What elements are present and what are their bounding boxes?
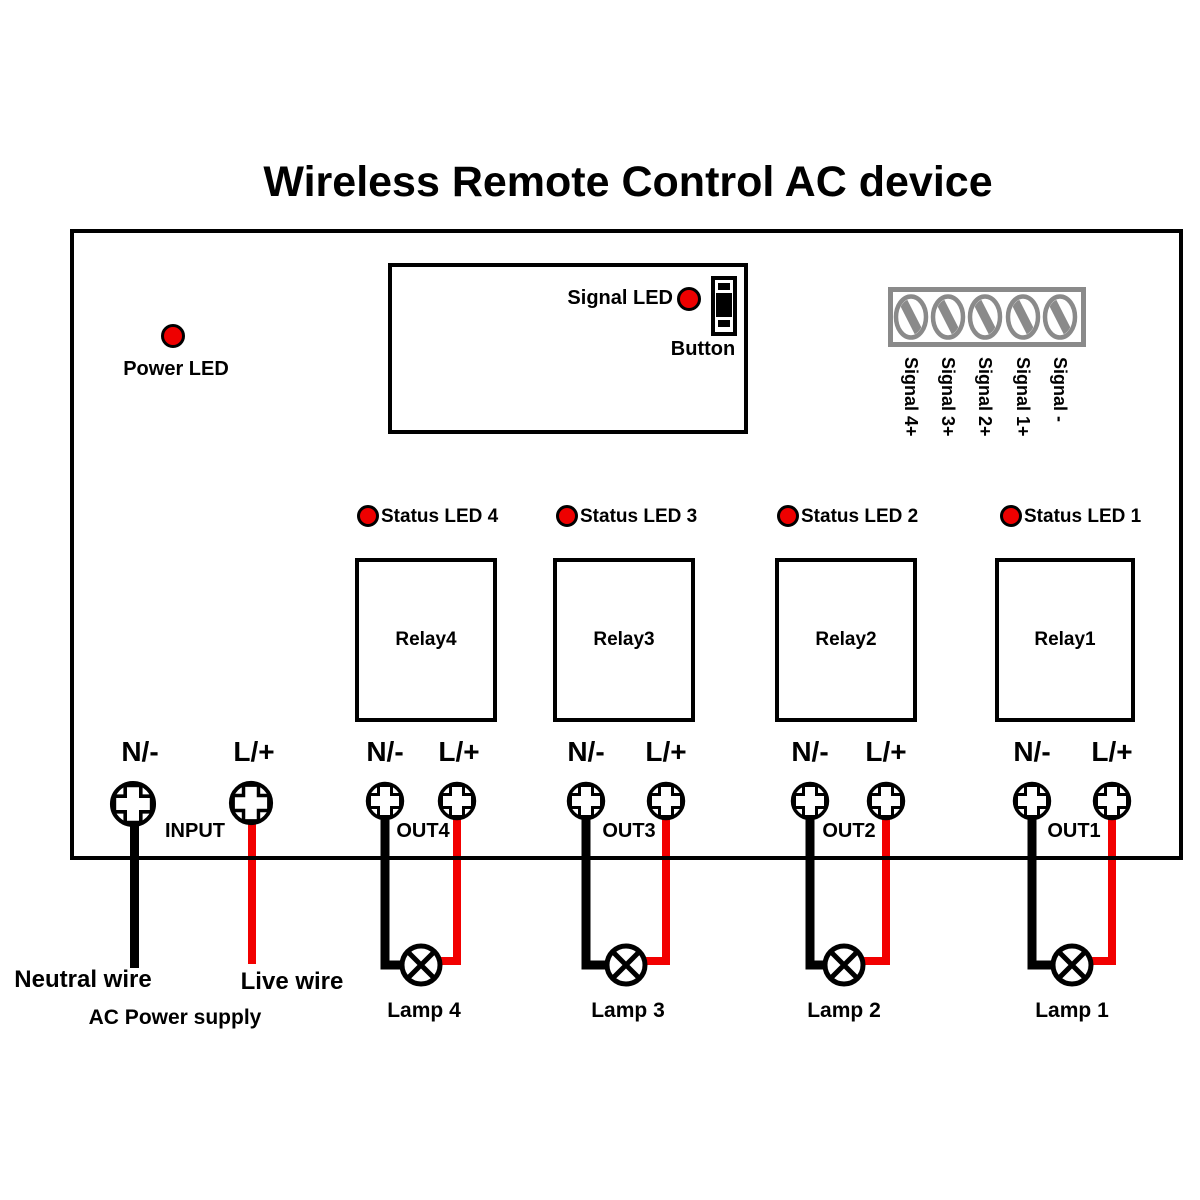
signal-terminal-label: Signal 4+ [901, 357, 921, 437]
status-led-1-label: Status LED 1 [1024, 506, 1142, 527]
relay1-label: Relay1 [1034, 629, 1096, 650]
out3-l-label: L/+ [645, 736, 687, 767]
status-led-2-icon [777, 505, 799, 527]
signal-terminal-block [888, 287, 1086, 347]
lamp4-label: Lamp 4 [387, 999, 461, 1022]
signal-terminal-label: Signal 2+ [975, 357, 995, 437]
lamp4-wiring [380, 818, 461, 987]
input-label: INPUT [165, 820, 225, 842]
out2-l-screw-icon [866, 781, 906, 821]
relay3-label: Relay3 [593, 629, 655, 650]
button-label: Button [670, 338, 736, 360]
relay2-label: Relay2 [815, 629, 877, 650]
signal-terminal-label: Signal 3+ [938, 357, 958, 437]
neutral-wire [130, 819, 139, 968]
live-wire [248, 817, 256, 964]
relay4-label: Relay4 [395, 629, 457, 650]
out3-l-screw-icon [646, 781, 686, 821]
lamp3-wiring [581, 818, 670, 987]
button-icon [711, 276, 737, 336]
relay2-box: Relay2 [775, 558, 917, 722]
terminal-block-screws-icon [893, 294, 1078, 340]
input-l-label: L/+ [233, 736, 275, 767]
out3-n-screw-icon [566, 781, 606, 821]
out1-l-screw-icon [1092, 781, 1132, 821]
out4-n-screw-icon [365, 781, 405, 821]
status-led-3-label: Status LED 3 [580, 506, 698, 527]
neutral-wire-label: Neutral wire [14, 966, 152, 993]
out4-l-label: L/+ [438, 736, 480, 767]
out4-l-screw-icon [437, 781, 477, 821]
input-n-label: N/- [121, 736, 159, 767]
ac-power-supply-label: AC Power supply [88, 1006, 262, 1029]
out1-l-label: L/+ [1091, 736, 1133, 767]
out3-label: OUT3 [602, 820, 656, 842]
out2-n-label: N/- [791, 736, 829, 767]
rf-module-box [388, 263, 748, 434]
lamp1-label: Lamp 1 [1035, 999, 1109, 1022]
status-led-2-label: Status LED 2 [801, 506, 919, 527]
lamp3-label: Lamp 3 [591, 999, 665, 1022]
out1-label: OUT1 [1047, 820, 1101, 842]
status-led-4-label: Status LED 4 [381, 506, 499, 527]
input-l-screw-icon [228, 780, 274, 826]
relay4-box: Relay4 [355, 558, 497, 722]
out2-n-screw-icon [790, 781, 830, 821]
status-led-4-icon [357, 505, 379, 527]
out1-n-label: N/- [1013, 736, 1051, 767]
out2-l-label: L/+ [865, 736, 907, 767]
out3-n-label: N/- [567, 736, 605, 767]
signal-terminal-label: Signal 1+ [1013, 357, 1033, 437]
out1-n-screw-icon [1012, 781, 1052, 821]
lamp2-wiring [805, 818, 890, 987]
signal-led-label: Signal LED [567, 287, 673, 309]
status-led-1-icon [1000, 505, 1022, 527]
relay1-box: Relay1 [995, 558, 1135, 722]
signal-terminal-label: Signal - [1050, 357, 1070, 423]
power-led-label: Power LED [123, 358, 229, 380]
diagram-title: Wireless Remote Control AC device [263, 158, 993, 206]
out4-n-label: N/- [366, 736, 404, 767]
live-wire-label: Live wire [240, 968, 344, 995]
power-led-icon [161, 324, 185, 348]
out2-label: OUT2 [822, 820, 876, 842]
status-led-3-icon [556, 505, 578, 527]
lamp2-label: Lamp 2 [807, 999, 881, 1022]
input-n-screw-icon [109, 780, 157, 828]
out4-label: OUT4 [396, 820, 450, 842]
relay3-box: Relay3 [553, 558, 695, 722]
signal-led-icon [677, 287, 701, 311]
lamp1-wiring [1027, 818, 1116, 987]
